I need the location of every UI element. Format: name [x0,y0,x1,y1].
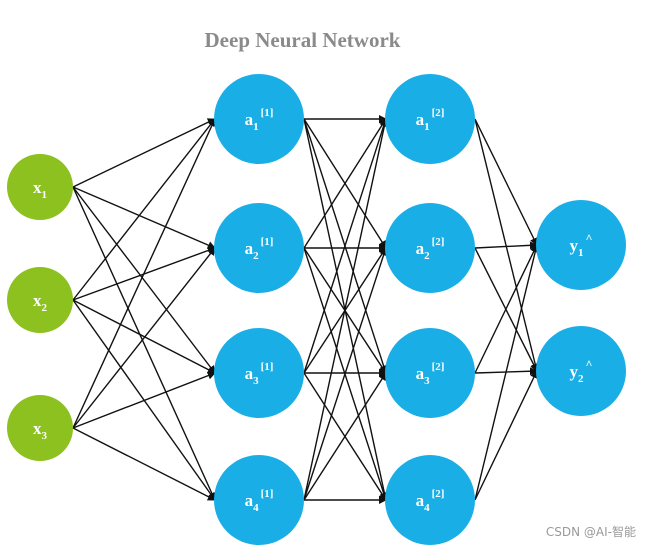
node-label: x2 [33,291,48,314]
node-label: x3 [33,419,48,442]
edge-hidden-2-4-to-output-1 [474,244,540,501]
node-hidden-1-3: a3[1] [214,328,304,418]
node-label: y2^ [570,357,593,385]
edge-hidden-1-4-to-hidden-2-3 [303,372,387,501]
edge-input-2-to-hidden-1-1 [72,118,216,301]
edge-input-1-to-hidden-1-3 [72,186,216,374]
edge-hidden-2-2-to-output-1 [474,241,538,250]
node-input-3: x3 [7,395,73,461]
edge-hidden-1-2-to-hidden-2-1 [303,118,387,249]
connection-lines [72,115,540,504]
node-circle [385,74,475,164]
edge-hidden-2-1-to-output-2 [474,118,540,372]
node-hidden-1-2: a2[1] [214,203,304,293]
node-label: y1^ [570,231,593,259]
watermark: CSDN @AI-智能 [545,525,636,539]
node-hidden-2-4: a4[2] [385,455,475,545]
node-circle [536,200,626,290]
edge-hidden-1-3-to-hidden-2-1 [303,118,388,374]
node-label: a4[2] [416,488,445,514]
edge-input-3-to-hidden-1-3 [72,371,216,429]
node-hidden-2-1: a1[2] [385,74,475,164]
node-label: a1[1] [245,107,274,133]
node-circle [536,326,626,416]
node-hidden-2-3: a3[2] [385,328,475,418]
edge-input-1-to-hidden-1-1 [72,118,216,188]
edge-input-3-to-hidden-1-4 [72,427,216,501]
node-label: a2[1] [245,236,274,262]
node-input-2: x2 [7,267,73,333]
edge-input-3-to-hidden-1-2 [72,247,216,429]
node-circle [7,154,73,220]
edge-input-2-to-hidden-1-3 [72,299,216,374]
node-circle [214,328,304,418]
node-circle [214,74,304,164]
node-label: a2[2] [416,236,445,262]
node-hidden-1-1: a1[1] [214,74,304,164]
node-circle [385,455,475,545]
node-hidden-2-2: a2[2] [385,203,475,293]
edge-input-1-to-hidden-1-4 [72,186,216,501]
node-label: x1 [33,178,47,201]
node-label: a1[2] [416,107,445,133]
node-circle [385,203,475,293]
diagram-title: Deep Neural Network [204,28,401,52]
node-circle [214,203,304,293]
node-input-1: x1 [7,154,73,220]
node-circle [7,267,73,333]
node-label: a3[1] [245,361,274,387]
node-label: a4[1] [245,488,274,514]
node-label: a3[2] [416,361,445,387]
edge-hidden-2-1-to-output-1 [474,118,538,246]
edge-hidden-1-4-to-hidden-2-2 [303,247,388,501]
edge-input-3-to-hidden-1-1 [72,118,216,429]
neuron-nodes: x1 x2 x3 a1[1] a2[1] a3[1] a4[1] a1[2] a2[2] a3[2… [7,74,626,545]
node-circle [385,328,475,418]
edge-hidden-1-4-to-hidden-2-1 [303,118,389,501]
node-hidden-1-4: a4[1] [214,455,304,545]
edge-hidden-2-3-to-output-1 [474,244,538,374]
edge-hidden-2-4-to-output-2 [474,370,538,501]
node-circle [214,455,304,545]
node-output-1: y1^ [536,200,626,290]
node-output-2: y2^ [536,326,626,416]
edge-input-1-to-hidden-1-2 [72,186,216,249]
node-circle [7,395,73,461]
